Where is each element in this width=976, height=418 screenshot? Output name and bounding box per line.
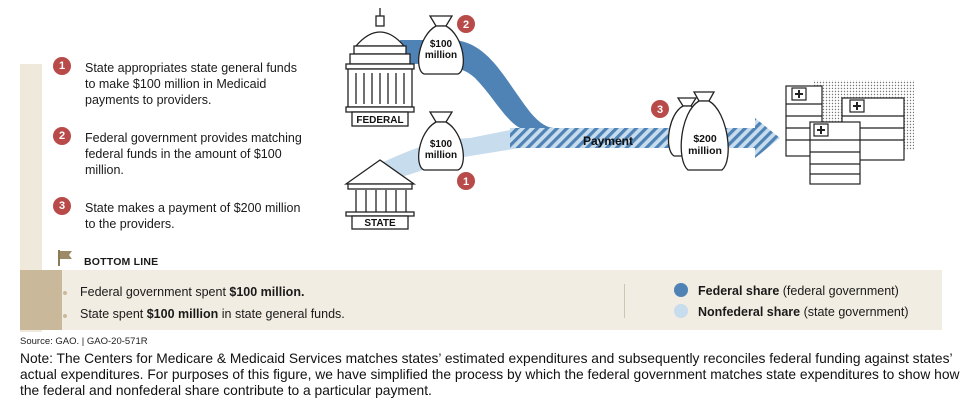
step-3-marker: 3 bbox=[53, 197, 71, 215]
marker-federal-number: 2 bbox=[463, 19, 469, 31]
marker-state-number: 1 bbox=[463, 176, 469, 188]
payment-arrow bbox=[510, 118, 780, 158]
state-building-icon bbox=[343, 159, 417, 230]
marker-federal bbox=[457, 15, 475, 33]
step-3-text: State makes a payment of $200 million to… bbox=[85, 201, 301, 231]
source-line: Source: GAO. | GAO-20-571R bbox=[20, 336, 148, 347]
federal-label: FEDERAL bbox=[356, 115, 403, 126]
legend-divider bbox=[624, 284, 625, 318]
payment-label: Payment bbox=[583, 134, 633, 148]
payment-bag-amount: $200 bbox=[693, 133, 717, 145]
providers-icon bbox=[785, 80, 914, 185]
state-bag-unit: million bbox=[425, 150, 457, 161]
marker-payment-number: 3 bbox=[657, 104, 663, 116]
federal-bag-unit: million bbox=[425, 50, 457, 61]
marker-state bbox=[457, 172, 475, 190]
payment-bag-unit: million bbox=[688, 145, 722, 157]
bullet-icon bbox=[63, 291, 67, 295]
nonfederal-legend-swatch bbox=[674, 304, 688, 318]
federal-legend-swatch bbox=[674, 283, 688, 297]
federal-capitol-icon bbox=[345, 8, 415, 127]
state-bag-amount: $100 bbox=[430, 139, 453, 150]
federal-bag-amount: $100 bbox=[430, 39, 453, 50]
step-2-marker: 2 bbox=[53, 127, 71, 145]
bottom-line-panel bbox=[20, 270, 942, 330]
federal-money-bag-icon bbox=[418, 15, 464, 75]
federal-legend-label: Federal share (federal government) bbox=[698, 284, 899, 298]
state-label: STATE bbox=[364, 218, 396, 229]
payment-money-bag-icon bbox=[667, 91, 729, 171]
nonfederal-legend-label: Nonfederal share (state government) bbox=[698, 305, 909, 319]
step-2-text: Federal government provides matching fed… bbox=[85, 131, 302, 177]
flag-icon bbox=[58, 250, 72, 266]
funding-flow-diagram: Payment FEDERAL STATE $100 million bbox=[343, 8, 914, 230]
bullet-icon bbox=[63, 314, 67, 318]
state-money-bag-icon bbox=[418, 111, 464, 171]
federal-spent-text: Federal government spent $100 million. bbox=[80, 285, 305, 299]
step-1-text: State appropriates state general funds t… bbox=[85, 61, 297, 107]
marker-payment bbox=[651, 100, 669, 118]
step-1-marker: 1 bbox=[53, 57, 71, 75]
side-strip bbox=[20, 64, 42, 332]
bottom-line-title: BOTTOM LINE bbox=[84, 256, 159, 268]
bottom-line-accent bbox=[20, 270, 62, 330]
state-spent-text: State spent $100 million in state genera… bbox=[80, 307, 345, 321]
figure-note: Note: The Centers for Medicare & Medicai… bbox=[20, 351, 960, 398]
